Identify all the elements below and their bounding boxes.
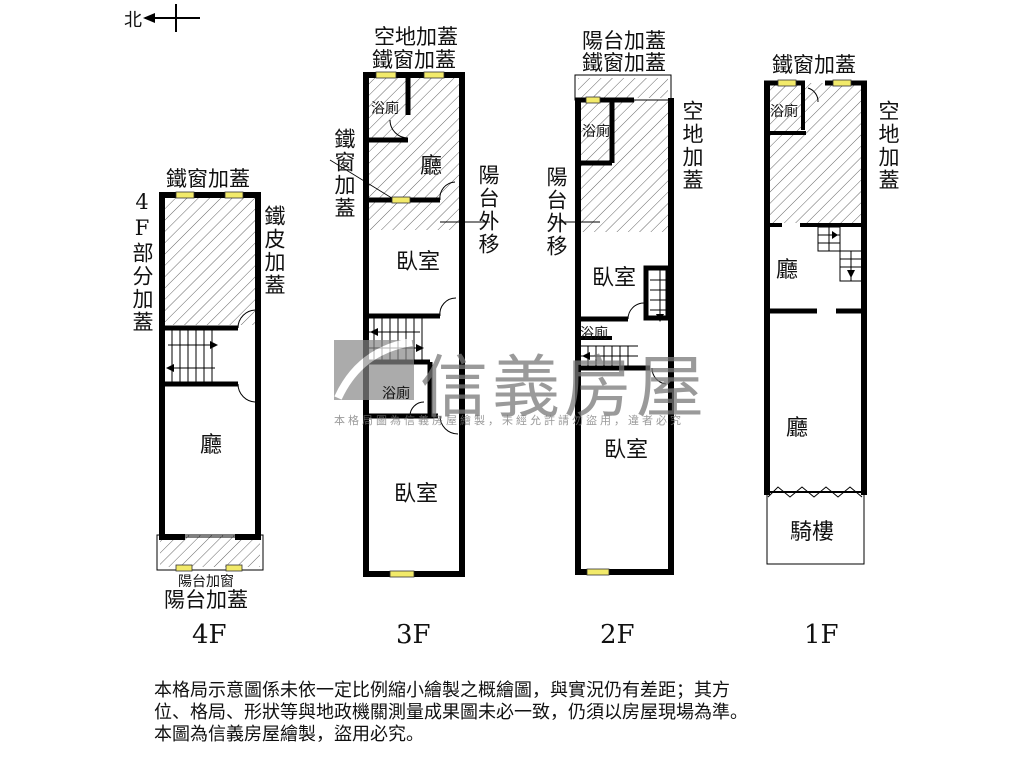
3f-room-bedroom-2: 臥室 [394, 482, 439, 507]
1f-room-arcade: 騎樓 [790, 520, 835, 545]
3f-right-note: 陽台外移 [476, 164, 500, 256]
2f-room-bedroom-1: 臥室 [592, 266, 637, 291]
disclaimer-line-3: 本圖為信義房屋繪製，盜用必究。 [154, 724, 424, 745]
disclaimer-line-2: 位、格局、形狀等與地政機關測量成果圖未必一致，仍須以房屋現場為準。 [154, 702, 748, 723]
1f-right-note: 空地加蓋 [876, 100, 900, 192]
floor-label-2f: 2F [600, 620, 635, 650]
3f-room-bath-1: 浴廁 [371, 101, 399, 117]
4f-left-note: 4F部分加蓋 [130, 190, 154, 334]
2f-top-note-2: 鐵窗加蓋 [582, 51, 666, 75]
3f-room-bath-2: 浴廁 [382, 386, 410, 402]
3f-top-note-2: 鐵窗加蓋 [372, 48, 456, 72]
4f-right-note: 鐵皮加蓋 [262, 205, 286, 297]
floor-3f-plan [329, 71, 490, 578]
disclaimer-line-1: 本格局示意圖係未依一定比例縮小繪製之概繪圖，與實況仍有差距；其方 [154, 680, 730, 701]
4f-room-living: 廳 [200, 433, 223, 458]
2f-top-note-1: 陽台加蓋 [582, 29, 666, 53]
floor-label-4f: 4F [192, 620, 227, 650]
north-arrow-icon [143, 4, 200, 32]
2f-room-bath-1: 浴廁 [582, 124, 610, 140]
2f-room-bath-2: 浴廁 [580, 326, 608, 342]
watermark-notice: 本格局圖為信義房屋繪製，未經允許請勿盜用，違者必究 [334, 414, 684, 427]
1f-room-bath: 浴廁 [770, 104, 798, 120]
2f-left-note: 陽台外移 [544, 166, 568, 258]
floor-1f-plan [764, 79, 867, 565]
4f-bottom-note-small: 陽台加窗 [178, 574, 234, 590]
1f-room-living-2: 廳 [786, 416, 809, 441]
floor-label-1f: 1F [804, 620, 839, 650]
3f-room-living: 廳 [420, 154, 443, 179]
2f-room-bedroom-2: 臥室 [604, 438, 649, 463]
disclaimer: 本格局示意圖係未依一定比例縮小繪製之概繪圖，與實況仍有差距；其方 位、格局、形狀… [154, 680, 748, 746]
3f-left-note: 鐵窗加蓋 [332, 128, 356, 220]
4f-bottom-note: 陽台加蓋 [164, 588, 248, 612]
1f-top-note: 鐵窗加蓋 [772, 53, 856, 77]
1f-room-living-1: 廳 [776, 258, 799, 283]
floor-4f-plan [156, 191, 264, 572]
watermark-brand: 信義房屋 [420, 349, 709, 428]
3f-top-note-1: 空地加蓋 [374, 25, 458, 49]
2f-right-note: 空地加蓋 [680, 100, 704, 192]
4f-top-note: 鐵窗加蓋 [166, 167, 250, 191]
watermark-logo-icon [334, 338, 414, 400]
floor-2f-plan [555, 74, 674, 576]
3f-room-bedroom-1: 臥室 [396, 250, 441, 275]
floor-label-3f: 3F [396, 620, 431, 650]
north-label: 北 [124, 10, 142, 31]
